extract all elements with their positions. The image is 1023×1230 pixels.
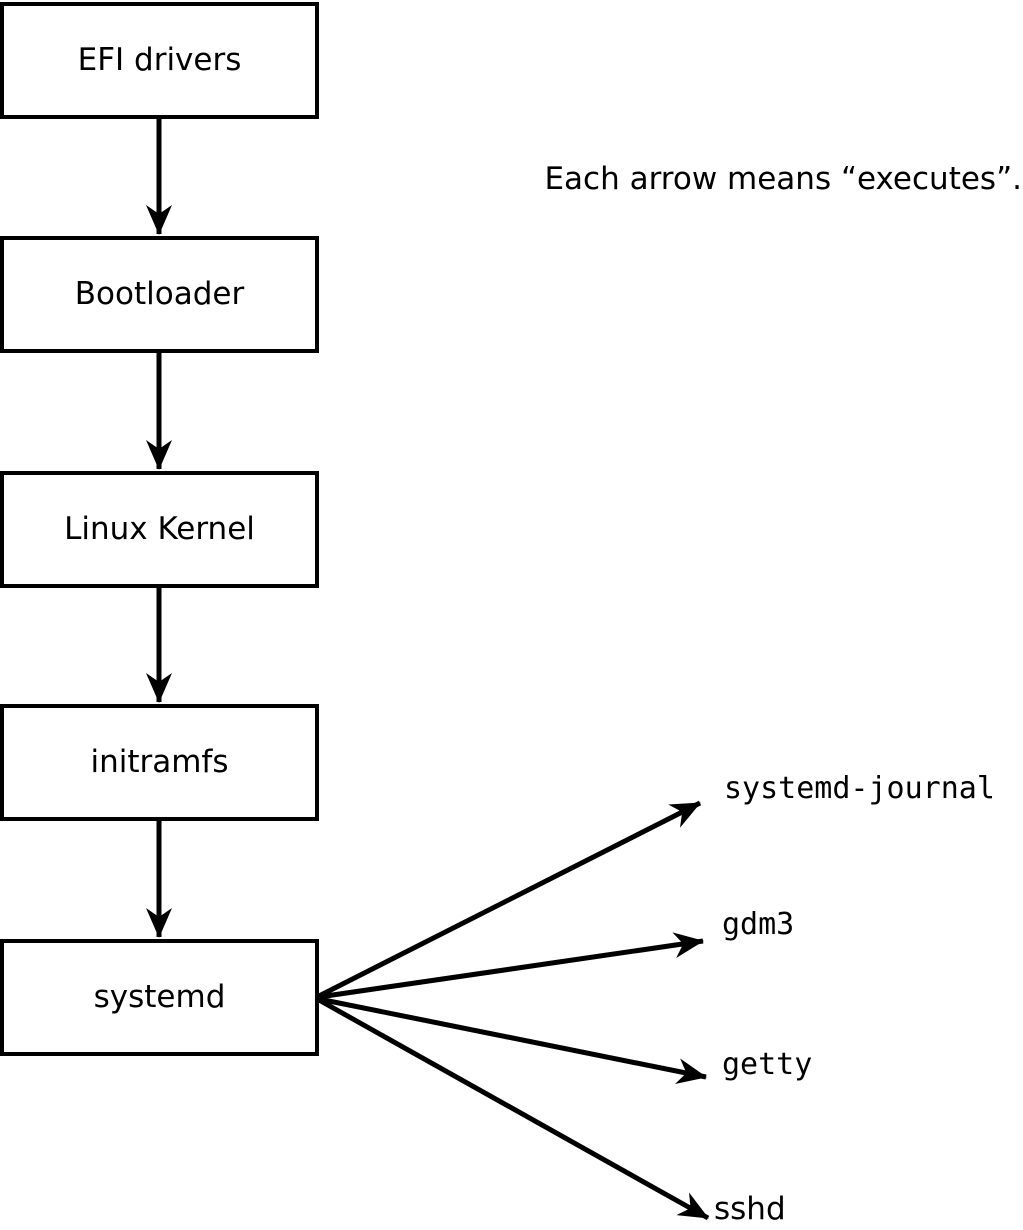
arrow-systemd-to-getty [318,996,707,1085]
arrow-systemd-to-gdm3 [318,932,704,1000]
arrow-systemd-to-sshd [317,997,710,1221]
node-initramfs-label: initramfs [90,744,229,780]
node-bootloader-label: Bootloader [74,276,245,312]
node-systemd: systemd [0,939,319,1056]
node-efi-drivers: EFI drivers [0,2,319,119]
node-initramfs: initramfs [0,704,319,821]
node-systemd-label: systemd [93,979,226,1015]
node-linux-kernel-label: Linux Kernel [64,511,255,547]
process-label-getty: getty [722,1047,813,1082]
node-efi-drivers-label: EFI drivers [77,42,242,78]
arrow-systemd-to-journal [317,800,702,999]
node-bootloader: Bootloader [0,236,319,353]
node-linux-kernel: Linux Kernel [0,471,319,588]
process-label-systemd-journal: systemd-journal [724,771,995,806]
process-label-gdm3: gdm3 [722,907,795,942]
diagram-note: Each arrow means “executes”. [544,161,1022,197]
process-label-sshd: sshd [714,1191,786,1227]
